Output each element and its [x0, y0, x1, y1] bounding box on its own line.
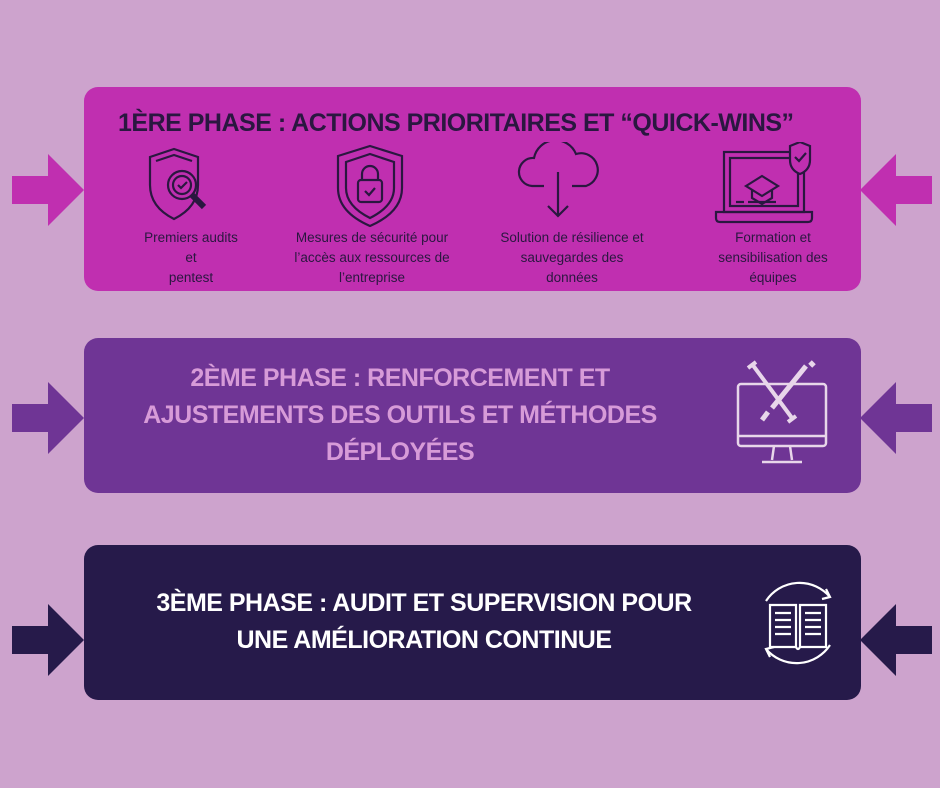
phase-2-title-line: 2ème phase : Renforcement et	[190, 364, 610, 392]
right-arrow-icon	[12, 382, 84, 454]
left-arrow-icon	[860, 382, 932, 454]
right-arrow-icon	[12, 154, 84, 226]
right-arrow-icon	[12, 604, 84, 676]
phase-3-panel: 3ème phase : Audit et supervision pour u…	[84, 545, 861, 700]
phase-2-title-line: déployées	[325, 438, 475, 466]
book-cycle-icon	[764, 581, 832, 665]
cloud-download-icon	[517, 142, 599, 218]
item-resilience-label: Solution de résilience et sauvegardes de…	[500, 230, 644, 285]
left-arrow-icon	[860, 604, 932, 676]
phase-2-panel: 2ème phase : Renforcement et ajustements…	[84, 338, 861, 493]
left-arrow-icon	[860, 154, 932, 226]
phase-3-title-line: une amélioration continue	[236, 626, 613, 654]
item-mesures-securite-label: Mesures de sécurité pour l’accès aux res…	[294, 230, 450, 285]
item-formation-label: Formation et sensibilisation des équipes	[718, 230, 828, 285]
shield-lock-icon	[336, 144, 404, 227]
phase-1-panel: 1ère phase : Actions prioritaires et “Qu…	[84, 87, 861, 291]
phase-3-title: 3ème phase : Audit et supervision pour u…	[84, 585, 764, 659]
shield-magnifier-check-icon	[148, 147, 207, 221]
monitor-tools-icon	[736, 360, 828, 464]
phase-3-title-line: 3ème phase : Audit et supervision pour	[156, 589, 692, 617]
phase-2-title-line: ajustements des outils et méthodes	[143, 401, 657, 429]
laptop-graduation-shield-icon	[714, 142, 814, 224]
item-premiers-audits-label: Premiers audits et pentest	[144, 230, 238, 285]
phase-1-title: 1ère phase : Actions prioritaires et “Qu…	[118, 109, 794, 137]
phase-2-title: 2ème phase : Renforcement et ajustements…	[84, 360, 716, 471]
